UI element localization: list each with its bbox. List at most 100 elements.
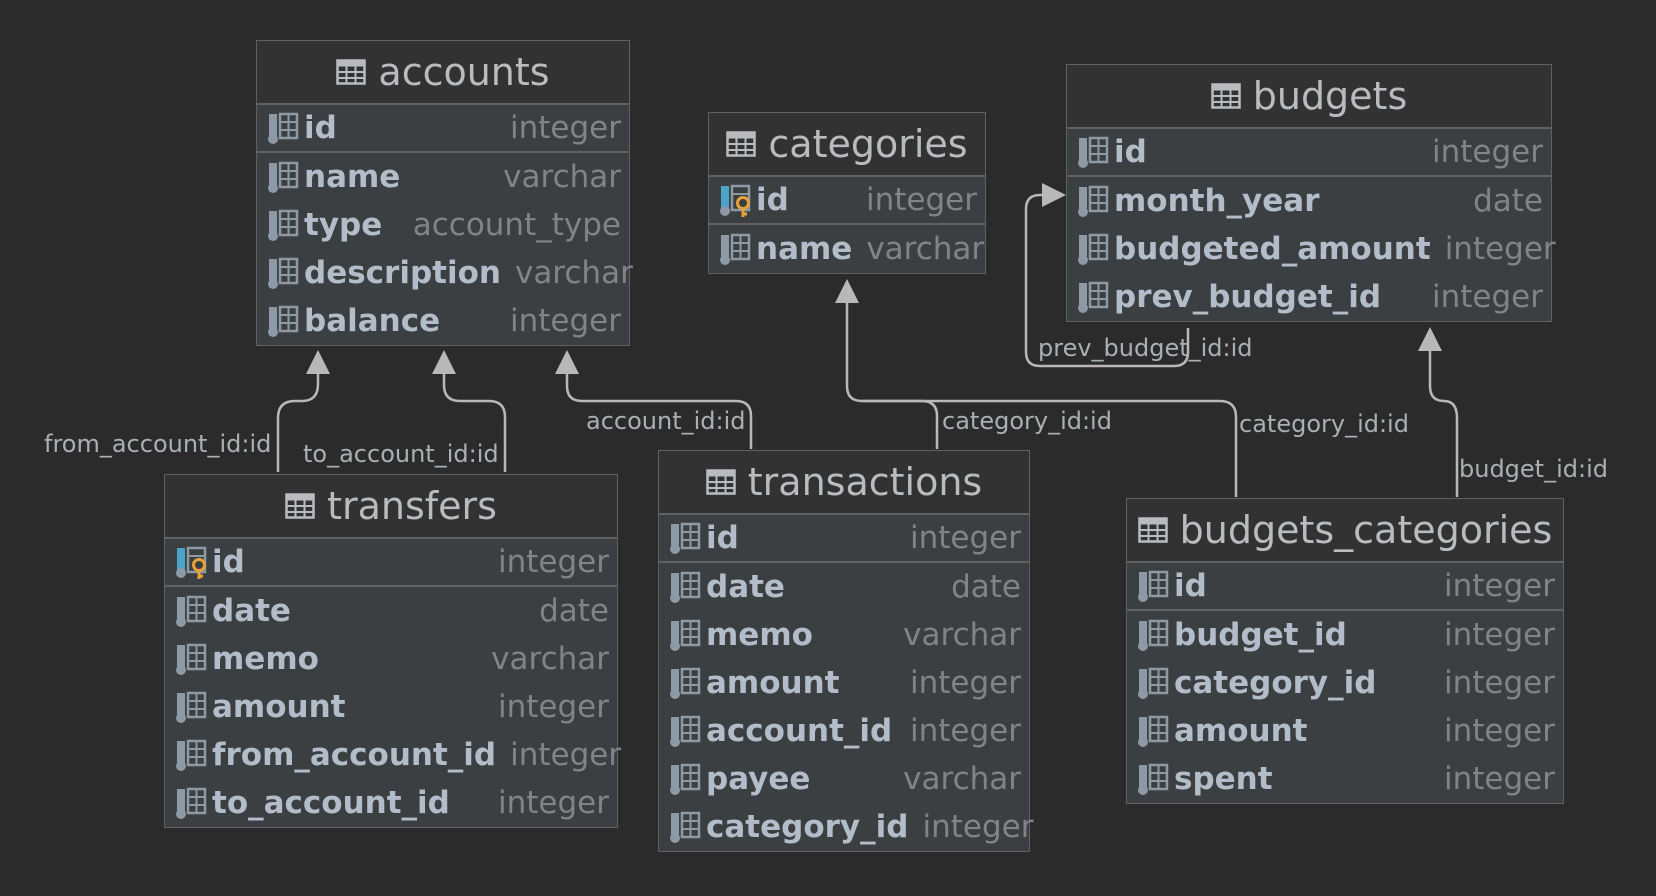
column-row[interactable]: description varchar: [257, 249, 633, 297]
column-name: amount: [212, 689, 346, 725]
primary-key-icon: [718, 182, 754, 218]
column-icon: [174, 641, 210, 677]
column-icon: [174, 593, 210, 629]
column-row[interactable]: name varchar: [709, 225, 985, 273]
arrowhead-to-account: [432, 350, 456, 374]
column-type: integer: [866, 182, 977, 218]
column-name: id: [1114, 134, 1147, 170]
column-name: name: [304, 159, 401, 195]
column-icon: [1136, 761, 1172, 797]
column-icon: [174, 785, 210, 821]
column-name: from_account_id: [212, 737, 497, 773]
table-header[interactable]: transactions: [659, 451, 1029, 515]
column-name: id: [212, 544, 245, 580]
column-icon: [174, 689, 210, 725]
connector-to-account: [442, 356, 507, 472]
column-type: varchar: [903, 761, 1021, 797]
column-name: description: [304, 255, 501, 291]
column-icon: [1076, 279, 1112, 315]
column-icon: [1076, 231, 1112, 267]
table-header[interactable]: accounts: [257, 41, 629, 105]
arrowhead-prev-budget: [1042, 183, 1066, 207]
column-icon: [1076, 134, 1112, 170]
column-name: spent: [1174, 761, 1273, 797]
column-icon: [266, 159, 302, 195]
column-type: integer: [498, 544, 609, 580]
column-icon: [1136, 617, 1172, 653]
column-row[interactable]: to_account_id integer: [165, 779, 617, 827]
table-header[interactable]: transfers: [165, 475, 617, 539]
column-name: to_account_id: [212, 785, 450, 821]
column-name: name: [756, 231, 853, 267]
column-icon: [668, 569, 704, 605]
column-type: integer: [498, 785, 609, 821]
column-row[interactable]: spent integer: [1127, 755, 1563, 803]
column-row[interactable]: id integer: [1067, 129, 1551, 177]
column-type: integer: [1444, 713, 1555, 749]
column-name: memo: [706, 617, 813, 653]
column-type: integer: [922, 809, 1034, 845]
column-row[interactable]: payee varchar: [659, 755, 1029, 803]
table-icon: [285, 493, 315, 519]
column-icon: [668, 713, 704, 749]
table-name: transactions: [747, 460, 983, 504]
column-type: varchar: [514, 255, 633, 291]
connector-account: [565, 356, 753, 449]
column-row[interactable]: month_year date: [1067, 177, 1551, 225]
column-type: integer: [1444, 761, 1555, 797]
column-type: integer: [1432, 134, 1543, 170]
column-type: date: [1473, 183, 1543, 219]
table-budgets[interactable]: budgets id integer month_year date budgeted_a…: [1066, 64, 1556, 322]
column-row[interactable]: date date: [659, 563, 1029, 611]
column-type: date: [951, 569, 1021, 605]
column-name: amount: [1174, 713, 1308, 749]
column-name: type: [304, 207, 383, 243]
table-header[interactable]: categories: [709, 113, 985, 177]
table-icon: [726, 131, 757, 157]
column-name: payee: [706, 761, 811, 797]
column-name: amount: [706, 665, 840, 701]
column-row[interactable]: amount integer: [1127, 707, 1563, 755]
column-icon: [668, 761, 704, 797]
relation-label-budget: budget_id:id: [1459, 455, 1608, 483]
column-row[interactable]: id integer: [165, 539, 617, 587]
column-name: date: [706, 569, 785, 605]
column-name: month_year: [1114, 183, 1320, 219]
table-name: budgets: [1252, 74, 1408, 118]
column-icon: [266, 110, 302, 146]
column-type: date: [539, 593, 609, 629]
table-header[interactable]: budgets: [1067, 65, 1551, 129]
column-name: category_id: [1174, 665, 1377, 701]
column-type: integer: [1444, 231, 1556, 267]
table-header[interactable]: budgets_categories: [1127, 499, 1563, 563]
column-type: varchar: [866, 231, 985, 267]
column-icon: [1136, 665, 1172, 701]
table-name: categories: [768, 122, 968, 166]
column-icon: [668, 809, 704, 845]
